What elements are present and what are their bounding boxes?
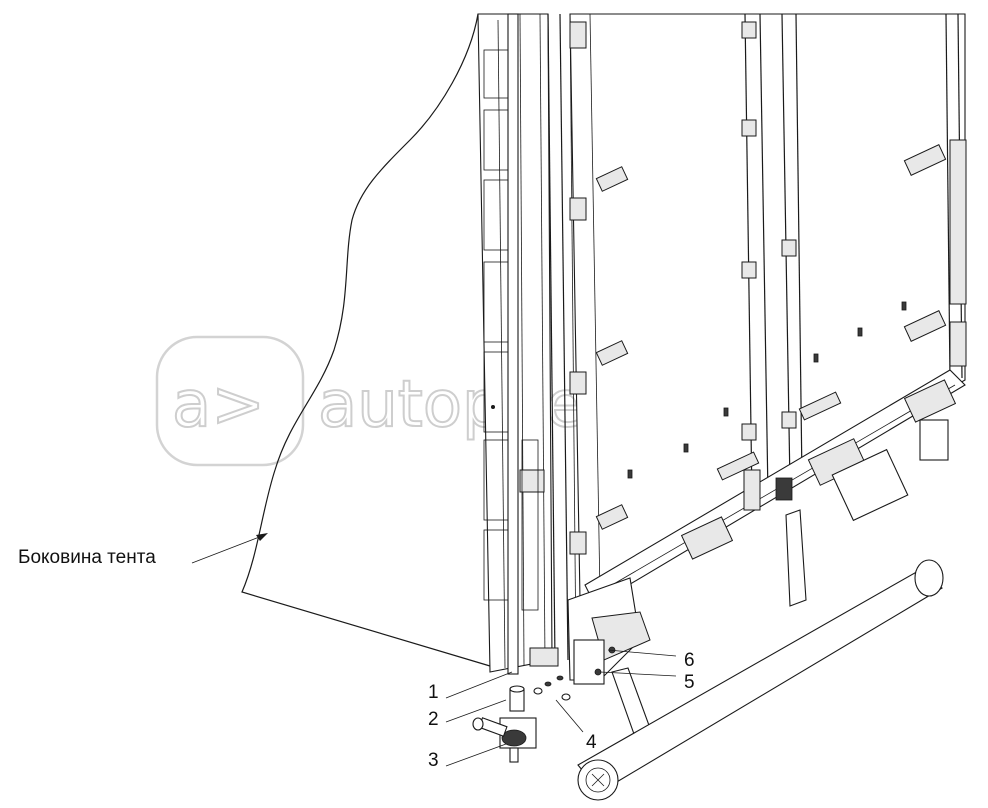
callout-3: 3 [428, 750, 439, 771]
callout-2: 2 [428, 709, 439, 730]
callout-5: 5 [684, 672, 695, 693]
bushing-part [509, 685, 525, 712]
watermark-logo-frame [155, 335, 305, 467]
corner-bracket-assembly [529, 577, 651, 701]
leader-4 [555, 699, 584, 733]
side-panel-arrowhead [256, 533, 268, 541]
underrun-bumper [577, 509, 944, 801]
callout-6: 6 [684, 650, 695, 671]
rear-doors [569, 13, 967, 630]
leader-lines [445, 649, 677, 767]
leader-1 [445, 671, 513, 699]
lock-housing-part [472, 717, 537, 763]
leader-6 [607, 649, 677, 657]
side-panel-outline [241, 13, 491, 667]
rear-post [477, 13, 577, 675]
side-panel-leader [191, 535, 263, 564]
callout-1: 1 [428, 682, 439, 703]
watermark-logo-glyph: a> [172, 368, 265, 442]
leader-2 [445, 699, 507, 723]
callout-4: 4 [586, 732, 597, 753]
leader-3 [445, 743, 507, 767]
leader-5 [599, 671, 677, 677]
side-panel-label: Боковина тента [18, 547, 156, 568]
